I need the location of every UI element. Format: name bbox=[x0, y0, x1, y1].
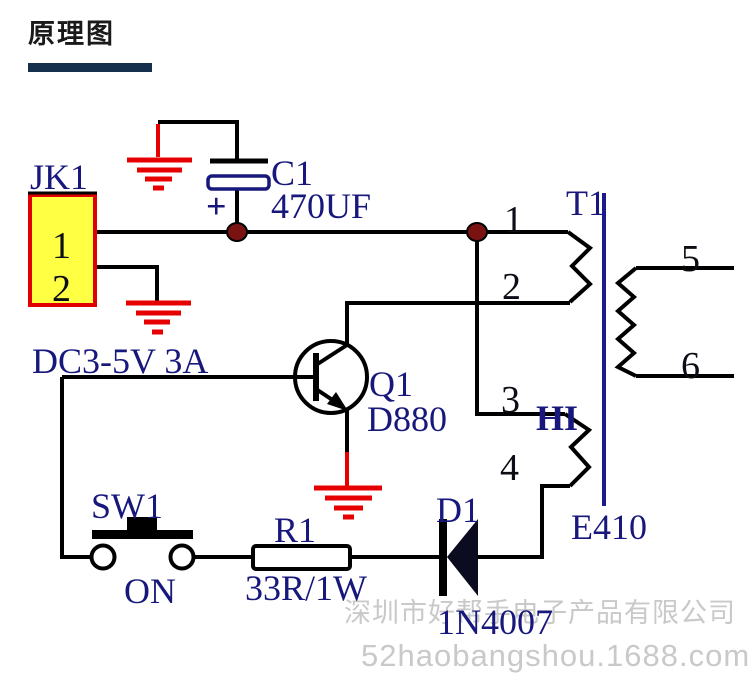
switch-state-label: ON bbox=[124, 571, 176, 611]
transistor-q1: Q1 D880 bbox=[293, 339, 447, 439]
capacitor-bottom-plate bbox=[206, 174, 271, 191]
switch-contact-left bbox=[89, 543, 117, 571]
connector-pin1-label: 1 bbox=[52, 225, 71, 267]
watermark-url: 52haobangshou.1688.com bbox=[361, 638, 750, 673]
junction-dot bbox=[226, 222, 248, 242]
transistor-collector bbox=[314, 343, 349, 367]
connector-ref: JK1 bbox=[30, 157, 88, 197]
wire-collector bbox=[345, 301, 570, 345]
connector-pin2-label: 2 bbox=[52, 268, 71, 310]
transformer-feedback-winding bbox=[563, 412, 593, 488]
diode-d1: D1 1N4007 bbox=[436, 490, 553, 642]
watermark: 深圳市好帮手电子产品有限公司 52haobangshou.1688.com bbox=[344, 598, 750, 673]
supply-label: DC3-5V 3A bbox=[32, 341, 208, 381]
resistor-value: 33R/1W bbox=[245, 568, 367, 608]
switch-ref: SW1 bbox=[91, 486, 163, 526]
capacitor-value: 470UF bbox=[271, 186, 371, 226]
transformer-core-model: E410 bbox=[571, 507, 647, 547]
transformer-ref: T1 bbox=[566, 183, 606, 223]
junction-dot bbox=[466, 222, 488, 242]
transformer-pin4-label: 4 bbox=[500, 447, 519, 489]
wires bbox=[60, 120, 734, 559]
ground-icon-jk1 bbox=[126, 300, 191, 335]
switch-button-cap bbox=[127, 517, 157, 530]
connector-body bbox=[28, 193, 97, 307]
capacitor-ref: C1 bbox=[271, 153, 313, 193]
connector-jk1: JK1 1 2 bbox=[28, 157, 97, 310]
wire-jk1-pin2-to-ground bbox=[95, 265, 159, 301]
ground-bars bbox=[126, 300, 191, 335]
transformer-pin6-label: 6 bbox=[681, 345, 700, 387]
transformer-pin5-label: 5 bbox=[681, 238, 700, 280]
transformer-winding-label: HI bbox=[536, 398, 578, 438]
resistor-body bbox=[251, 544, 352, 571]
wire-diode-to-pin4 bbox=[478, 484, 570, 559]
switch-contact-right bbox=[168, 543, 196, 571]
transistor-body bbox=[293, 339, 369, 415]
transformer-pin1-label: 1 bbox=[504, 199, 523, 241]
capacitor-plus-sign: + bbox=[206, 186, 227, 226]
ground-icon-top bbox=[127, 124, 192, 191]
switch-actuator-bar bbox=[92, 530, 193, 539]
watermark-company: 深圳市好帮手电子产品有限公司 bbox=[344, 598, 736, 628]
transistor-ref: Q1 bbox=[369, 364, 413, 404]
ground-icon-emitter bbox=[314, 452, 382, 520]
transformer-pin3-label: 3 bbox=[501, 379, 520, 421]
transistor-model: D880 bbox=[367, 399, 447, 439]
transformer-primary-winding bbox=[566, 230, 594, 304]
transformer-secondary-winding bbox=[614, 266, 638, 378]
wire-left-vertical bbox=[60, 377, 92, 559]
wire-rail-to-pin3 bbox=[475, 232, 565, 416]
diode-triangle bbox=[447, 519, 478, 596]
title-underline bbox=[28, 63, 152, 72]
diode-cathode-bar bbox=[439, 519, 447, 596]
transformer-pin2-label: 2 bbox=[502, 266, 521, 308]
capacitor-c1: + C1 470UF bbox=[206, 153, 371, 226]
diode-model: 1N4007 bbox=[437, 602, 553, 642]
switch-sw1: SW1 ON bbox=[89, 486, 196, 611]
resistor-r1: R1 33R/1W bbox=[245, 510, 367, 608]
transformer-t1: T1 1 2 3 4 5 6 HI E410 bbox=[500, 183, 700, 547]
transistor-emitter-arrow bbox=[327, 392, 348, 411]
ground-bars bbox=[127, 157, 192, 191]
page-title: 原理图 bbox=[28, 19, 115, 49]
resistor-ref: R1 bbox=[274, 510, 316, 550]
ground-bars bbox=[314, 485, 382, 520]
diode-ref: D1 bbox=[436, 490, 480, 530]
